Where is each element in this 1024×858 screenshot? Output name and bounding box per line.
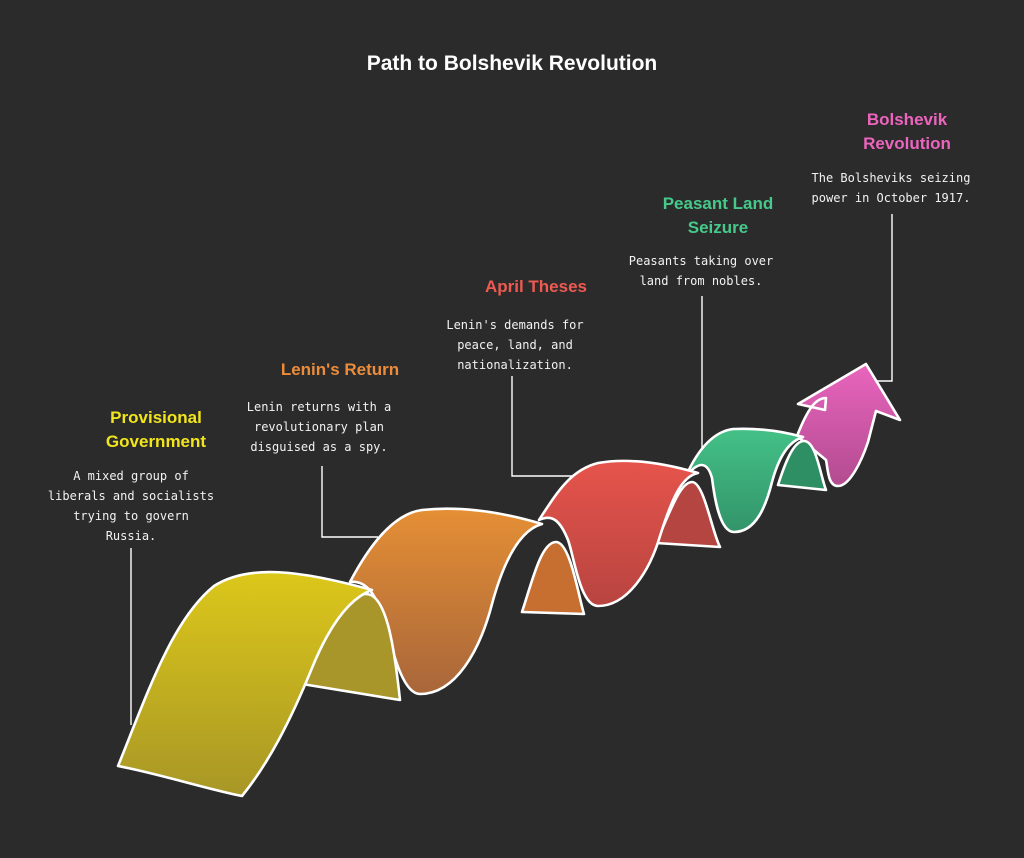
ribbon-lenins-return (348, 507, 586, 696)
ribbon-provisional-government (116, 570, 402, 798)
heading-line: Seizure (687, 218, 749, 237)
connector-april-theses (511, 376, 572, 477)
heading-line: Government (105, 432, 207, 451)
description-line: Russia. (105, 529, 157, 543)
description-line: Lenin returns with a (246, 400, 392, 414)
description-lenins-return: Lenin returns with a revolutionary plan … (214, 397, 424, 457)
connector-lenins-return (321, 466, 378, 538)
description-line: nationalization. (457, 358, 573, 372)
description-line: land from nobles. (639, 274, 763, 288)
heading-bolshevik-revolution: Bolshevik Revolution (822, 108, 992, 156)
ribbon-peasant-land-seizure (684, 427, 828, 534)
heading-line: Lenin's Return (280, 360, 400, 379)
description-line: revolutionary plan (253, 420, 385, 434)
heading-line: Bolshevik (866, 110, 948, 129)
diagram-title: Path to Bolshevik Revolution (366, 52, 658, 75)
description-bolshevik-revolution: The Bolsheviks seizing power in October … (786, 168, 996, 208)
description-line: Peasants taking over (628, 254, 774, 268)
heading-line: April Theses (484, 277, 588, 296)
heading-line: Peasant Land (662, 194, 774, 213)
heading-lenins-return: Lenin's Return (240, 358, 440, 382)
description-line: A mixed group of (73, 469, 189, 483)
description-line: disguised as a spy. (250, 440, 388, 454)
heading-provisional-government: Provisional Government (56, 406, 256, 454)
description-line: Lenin's demands for (446, 318, 584, 332)
connector-lines (130, 214, 893, 725)
description-peasant-land-seizure: Peasants taking over land from nobles. (596, 251, 806, 291)
description-line: The Bolsheviks seizing (811, 171, 971, 185)
description-line: peace, land, and (457, 338, 573, 352)
heading-april-theses: April Theses (436, 275, 636, 299)
description-line: power in October 1917. (811, 191, 971, 205)
ribbon-april-theses (537, 459, 722, 608)
description-line: trying to govern (73, 509, 189, 523)
description-provisional-government: A mixed group of liberals and socialists… (26, 466, 236, 546)
heading-line: Provisional (110, 408, 202, 427)
ribbon-bolshevik-revolution (795, 362, 902, 488)
description-april-theses: Lenin's demands for peace, land, and nat… (410, 315, 620, 375)
description-line: liberals and socialists (47, 489, 215, 503)
heading-peasant-land-seizure: Peasant Land Seizure (618, 192, 818, 240)
heading-line: Revolution (863, 134, 951, 153)
connector-bolshevik (870, 214, 893, 382)
